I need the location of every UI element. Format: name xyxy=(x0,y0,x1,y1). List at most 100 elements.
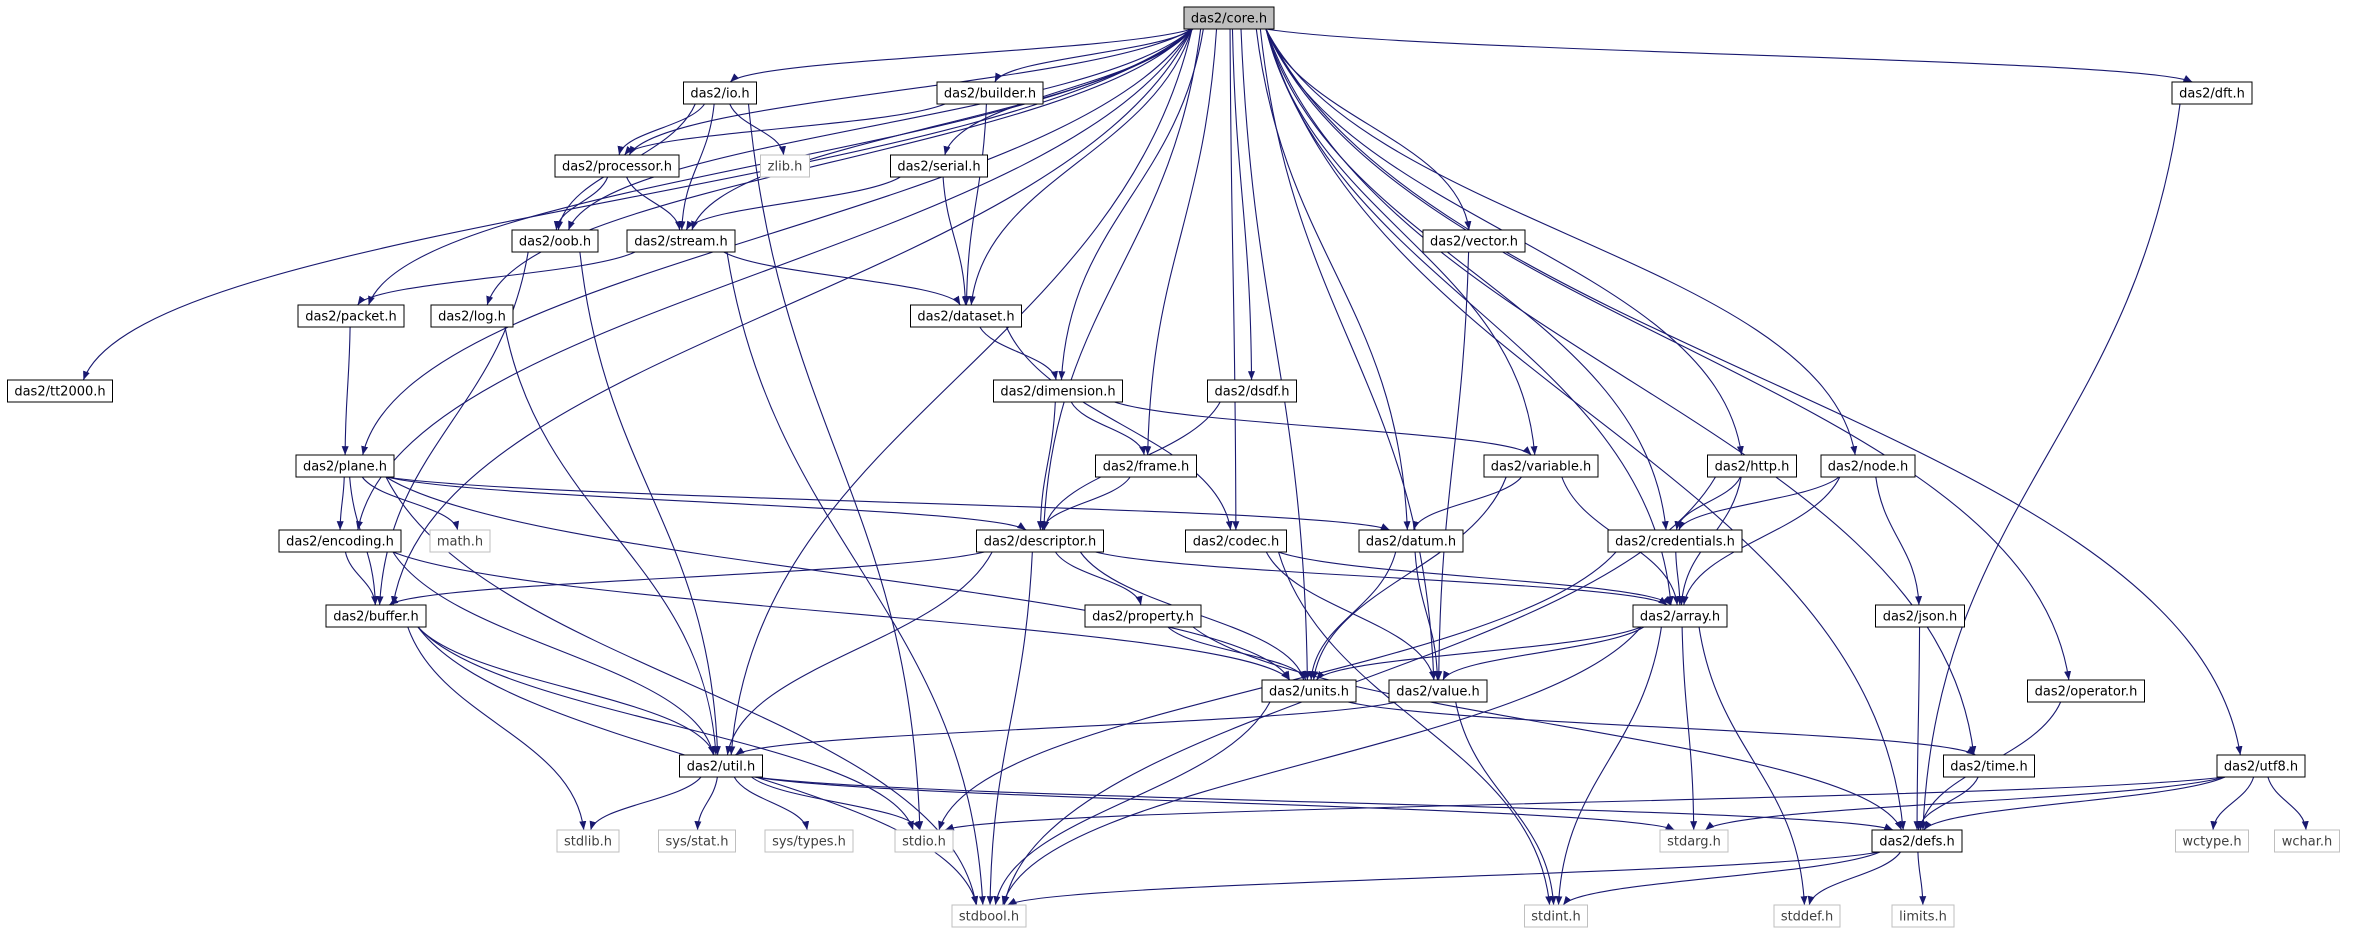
node-stdbool: stdbool.h xyxy=(951,904,1027,928)
node-dataset[interactable]: das2/dataset.h xyxy=(910,304,1022,328)
edge-plane-to-descriptor xyxy=(385,476,1027,531)
edge-encoding-to-util xyxy=(392,551,716,756)
node-packet[interactable]: das2/packet.h xyxy=(297,304,405,328)
edge-array-to-units xyxy=(1315,626,1642,681)
node-oob[interactable]: das2/oob.h xyxy=(511,229,599,253)
edge-core-to-frame xyxy=(1144,28,1218,456)
node-descriptor[interactable]: das2/descriptor.h xyxy=(976,529,1104,553)
node-box xyxy=(760,154,810,178)
node-box xyxy=(679,754,763,778)
node-json[interactable]: das2/json.h xyxy=(1875,604,1965,628)
node-array[interactable]: das2/array.h xyxy=(1632,604,1728,628)
edge-serial-to-stream xyxy=(685,176,901,231)
node-box xyxy=(683,81,757,105)
node-value[interactable]: das2/value.h xyxy=(1388,679,1488,703)
node-stdint: stdint.h xyxy=(1524,904,1588,928)
node-credentials[interactable]: das2/credentials.h xyxy=(1607,529,1743,553)
edge-core-to-buffer xyxy=(391,28,1193,606)
node-vector[interactable]: das2/vector.h xyxy=(1422,229,1526,253)
node-box xyxy=(1607,529,1743,553)
node-defs[interactable]: das2/defs.h xyxy=(1871,829,1963,853)
edge-util-to-stdlib xyxy=(589,776,702,831)
node-box xyxy=(2175,829,2249,853)
edge-core-to-io xyxy=(729,28,1193,83)
edge-core-to-node xyxy=(1265,28,1858,456)
edge-io-to-processor xyxy=(617,103,706,156)
edge-core-to-descriptor xyxy=(1040,28,1202,531)
edge-core-to-units xyxy=(1240,28,1311,681)
node-stdlib: stdlib.h xyxy=(556,829,620,853)
edge-core-to-plane xyxy=(361,28,1193,456)
node-io[interactable]: das2/io.h xyxy=(683,81,757,105)
node-node[interactable]: das2/node.h xyxy=(1820,454,1916,478)
node-dsdf[interactable]: das2/dsdf.h xyxy=(1207,379,1297,403)
node-tt2000[interactable]: das2/tt2000.h xyxy=(7,379,113,403)
node-box xyxy=(511,229,599,253)
node-label: das2/node.h xyxy=(1828,460,1908,475)
node-units[interactable]: das2/units.h xyxy=(1261,679,1357,703)
node-buffer[interactable]: das2/buffer.h xyxy=(325,604,427,628)
node-variable[interactable]: das2/variable.h xyxy=(1483,454,1599,478)
edge-value-to-util xyxy=(735,701,1398,756)
node-label: zlib.h xyxy=(768,160,803,175)
node-encoding[interactable]: das2/encoding.h xyxy=(278,529,402,553)
node-label: stdint.h xyxy=(1531,910,1580,925)
node-log[interactable]: das2/log.h xyxy=(430,304,514,328)
node-label: das2/datum.h xyxy=(1366,535,1456,550)
node-dimension[interactable]: das2/dimension.h xyxy=(993,379,1123,403)
node-util[interactable]: das2/util.h xyxy=(679,754,763,778)
edge-buffer-to-stdio xyxy=(417,626,914,831)
edge-utf8-to-wchar xyxy=(2267,776,2309,831)
node-stdarg: stdarg.h xyxy=(1659,829,1729,853)
node-dft[interactable]: das2/dft.h xyxy=(2171,81,2253,105)
edge-buffer-to-stdlib xyxy=(407,626,587,831)
node-stream[interactable]: das2/stream.h xyxy=(626,229,736,253)
node-operator[interactable]: das2/operator.h xyxy=(2027,679,2145,703)
edges xyxy=(82,28,2309,906)
node-box xyxy=(936,81,1044,105)
node-codec[interactable]: das2/codec.h xyxy=(1185,529,1287,553)
node-box xyxy=(2274,829,2340,853)
node-http[interactable]: das2/http.h xyxy=(1707,454,1797,478)
edge-codec-to-value xyxy=(1265,551,1436,681)
node-box xyxy=(1261,679,1357,703)
edge-json-to-defs xyxy=(1913,626,1921,831)
edge-descriptor-to-property xyxy=(1054,551,1143,606)
node-label: stdbool.h xyxy=(959,910,1019,925)
edge-core-to-defs xyxy=(1265,28,1906,831)
edge-builder-to-processor xyxy=(624,103,946,156)
node-stdio: stdio.h xyxy=(894,829,954,853)
nodes: das2/core.h das2/io.h das2/builder.h das2/d… xyxy=(7,6,2340,928)
node-frame[interactable]: das2/frame.h xyxy=(1095,454,1197,478)
edge-oob-to-util xyxy=(579,251,721,756)
node-label: das2/vector.h xyxy=(1430,235,1518,250)
node-utf8[interactable]: das2/utf8.h xyxy=(2216,754,2306,778)
node-box xyxy=(2171,81,2253,105)
node-box xyxy=(1632,604,1728,628)
edge-core-to-packet xyxy=(368,28,1193,306)
node-box xyxy=(2216,754,2306,778)
node-builder[interactable]: das2/builder.h xyxy=(936,81,1044,105)
edge-util-to-defs xyxy=(754,776,1894,831)
node-box xyxy=(430,304,514,328)
edge-core-to-dataset xyxy=(968,28,1193,306)
node-box xyxy=(325,604,427,628)
node-plane[interactable]: das2/plane.h xyxy=(295,454,395,478)
edge-core-to-util xyxy=(728,28,1193,756)
edge-credentials-to-array xyxy=(1675,551,1684,606)
node-serial[interactable]: das2/serial.h xyxy=(890,154,988,178)
node-property[interactable]: das2/property.h xyxy=(1084,604,1202,628)
node-box xyxy=(1358,529,1464,553)
edge-core-to-log xyxy=(486,28,1193,306)
node-box xyxy=(1183,6,1275,30)
node-label: das2/json.h xyxy=(1883,610,1958,625)
node-systypes: sys/types.h xyxy=(764,829,854,853)
node-processor[interactable]: das2/processor.h xyxy=(554,154,680,178)
node-datum[interactable]: das2/datum.h xyxy=(1358,529,1464,553)
node-label: wctype.h xyxy=(2182,835,2241,850)
node-core[interactable]: das2/core.h xyxy=(1183,6,1275,30)
node-box xyxy=(1524,904,1588,928)
node-time[interactable]: das2/time.h xyxy=(1943,754,2035,778)
edge-io-to-zlib xyxy=(729,103,786,156)
node-label: das2/frame.h xyxy=(1103,460,1190,475)
